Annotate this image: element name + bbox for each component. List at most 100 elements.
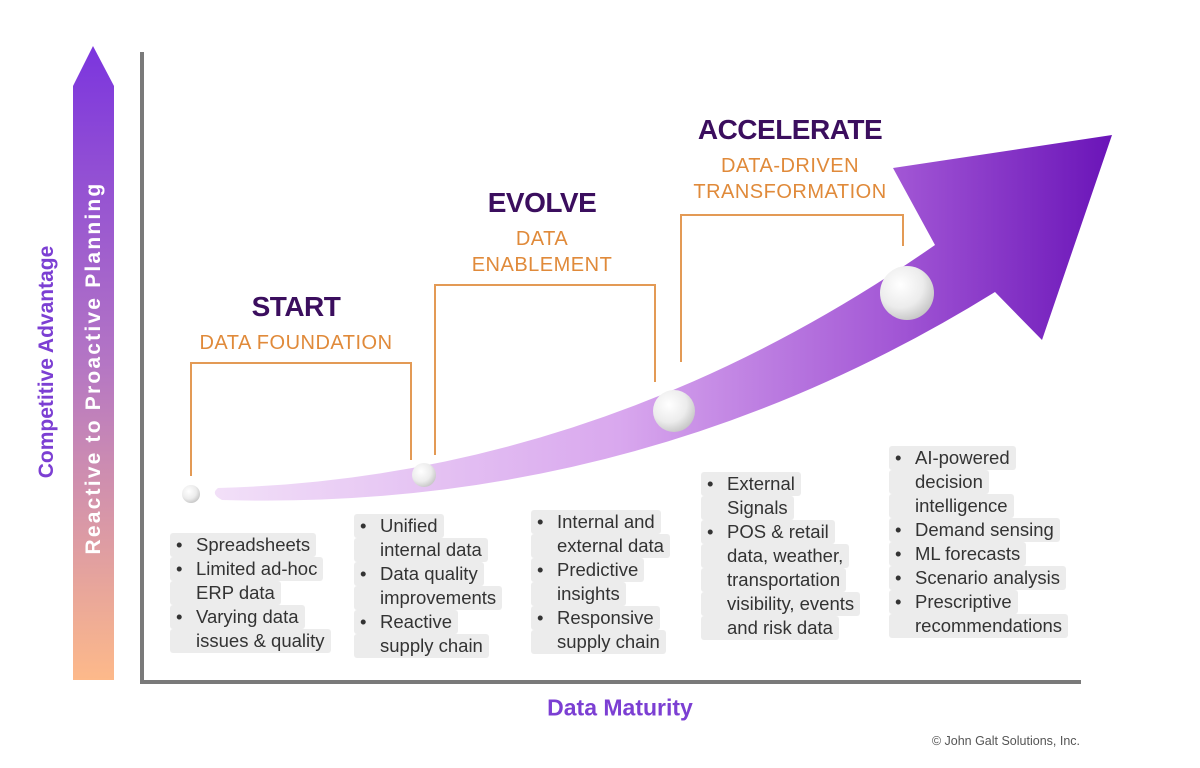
bullet-text: decision (915, 471, 983, 492)
bullet-text: ML forecasts (915, 543, 1021, 564)
bullet-text: Unified (380, 515, 438, 536)
bullet-text: POS & retail (727, 521, 829, 542)
bullet-dot-icon: • (537, 511, 544, 532)
bullet-item: • Varying data (170, 605, 305, 629)
bullet-item-continued: transportation (701, 568, 847, 592)
bullet-text: Responsive (557, 607, 654, 628)
stage-title-evolve: EVOLVE (487, 187, 597, 218)
bullet-dot-icon: • (360, 515, 367, 536)
bullet-item: • ML forecasts (889, 542, 1027, 566)
bullet-text: visibility, events (727, 593, 855, 614)
bullet-item-continued: issues & quality (170, 629, 331, 653)
bullet-text: intelligence (915, 495, 1008, 516)
bullet-text: ERP data (196, 582, 275, 603)
bullet-dot-icon: • (707, 521, 714, 542)
bullet-text: Scenario analysis (915, 567, 1060, 588)
stage-subtitle-line: TRANSFORMATION (693, 181, 887, 203)
x-axis-label: Data Maturity (547, 694, 693, 721)
stage-subtitle-accelerate: DATA-DRIVEN TRANSFORMATION (693, 153, 886, 205)
bullet-dot-icon: • (176, 534, 183, 555)
bullet-text: Spreadsheets (196, 534, 311, 555)
bullet-dot-icon: • (895, 543, 902, 564)
bullet-item: • Scenario analysis (889, 566, 1066, 590)
bullet-item: • Data quality (354, 562, 484, 586)
bullet-text: insights (557, 583, 620, 604)
stage-subtitle-evolve: DATA ENABLEMENT (472, 226, 613, 278)
bullet-text: and risk data (727, 617, 833, 638)
bullet-item: • POS & retail (701, 520, 835, 544)
bullet-dot-icon: • (895, 591, 902, 612)
bullet-dot-icon: • (360, 611, 367, 632)
bullet-text: improvements (380, 587, 497, 608)
bullet-dot-icon: • (895, 519, 902, 540)
stage-subtitle-line: DATA-DRIVEN (720, 155, 860, 177)
bullet-item: • Unified (354, 514, 444, 538)
bullet-item: • Spreadsheets (170, 533, 317, 557)
x-axis-line (140, 680, 1081, 684)
bullet-item-continued: ERP data (170, 581, 281, 605)
bullet-text: transportation (727, 569, 841, 590)
bullet-item: •Responsive (531, 606, 660, 630)
y-axis-arrow (73, 46, 114, 680)
bullet-text: Prescriptive (915, 591, 1012, 612)
bullet-text: Signals (727, 497, 788, 518)
y-axis-label: Competitive Advantage (35, 245, 58, 479)
bullet-text: Varying data (196, 606, 299, 627)
bullet-text: external data (557, 535, 664, 556)
y-axis-line (140, 52, 144, 684)
bullet-text: supply chain (557, 631, 660, 652)
bullet-item-continued: data, weather, (701, 544, 850, 568)
bullet-text: Internal and (557, 511, 655, 532)
bullet-item: • External (701, 472, 801, 496)
bullet-item-continued: visibility, events (701, 592, 861, 616)
bullet-text: issues & quality (196, 630, 325, 651)
bullet-item-continued: decision (889, 470, 989, 494)
bullet-dot-icon: • (176, 606, 183, 627)
bullet-item-continued: supply chain (354, 634, 489, 658)
bullet-item: • Reactive (354, 610, 458, 634)
bullet-dot-icon: • (707, 473, 714, 494)
bullet-item: • AI-powered (889, 446, 1016, 470)
bullet-dot-icon: • (360, 563, 367, 584)
stage-title-start: START (251, 291, 341, 322)
stage-subtitle-line: ENABLEMENT (471, 254, 613, 276)
stage-subtitle-line: DATA FOUNDATION (199, 332, 393, 354)
bullet-text: recommendations (915, 615, 1063, 636)
bullet-dot-icon: • (537, 559, 544, 580)
bullet-text: External (727, 473, 795, 494)
bullet-item: • Limited ad-hoc (170, 557, 324, 581)
stage-subtitle-line: DATA (515, 228, 569, 250)
bullet-text: Reactive (380, 611, 452, 632)
bullet-text: Data quality (380, 563, 478, 584)
milestone-ball (653, 390, 695, 432)
bullet-text: supply chain (380, 635, 483, 656)
bullet-item-continued: Signals (701, 496, 794, 520)
bullet-text: Predictive (557, 559, 639, 580)
bullet-item: • Predictive (531, 558, 645, 582)
bracket-evolve (434, 284, 656, 455)
bullet-item-continued: recommendations (889, 614, 1069, 638)
bullet-text: AI-powered (915, 447, 1010, 468)
bullet-list-evolve-advanced: • Internal and external data • Predictive ins… (531, 510, 670, 654)
y-axis-arrow-label: Reactive to Proactive Planning (82, 181, 105, 555)
copyright: © John Galt Solutions, Inc. (931, 734, 1080, 748)
bracket-accelerate (680, 214, 904, 362)
bullet-dot-icon: • (895, 447, 902, 468)
stage-title-accelerate: ACCELERATE (697, 114, 883, 145)
bullet-item: • Prescriptive (889, 590, 1018, 614)
bullet-item-continued: and risk data (701, 616, 839, 640)
bullet-text: Limited ad-hoc (196, 558, 318, 579)
bullet-item-continued: improvements (354, 586, 503, 610)
milestone-ball (182, 485, 200, 503)
bullet-text: data, weather, (727, 545, 844, 566)
bullet-dot-icon: • (176, 558, 183, 579)
bullet-dot-icon: • (895, 567, 902, 588)
bullet-item-continued: external data (531, 534, 670, 558)
bullet-item-continued: intelligence (889, 494, 1014, 518)
milestone-ball (412, 463, 436, 487)
